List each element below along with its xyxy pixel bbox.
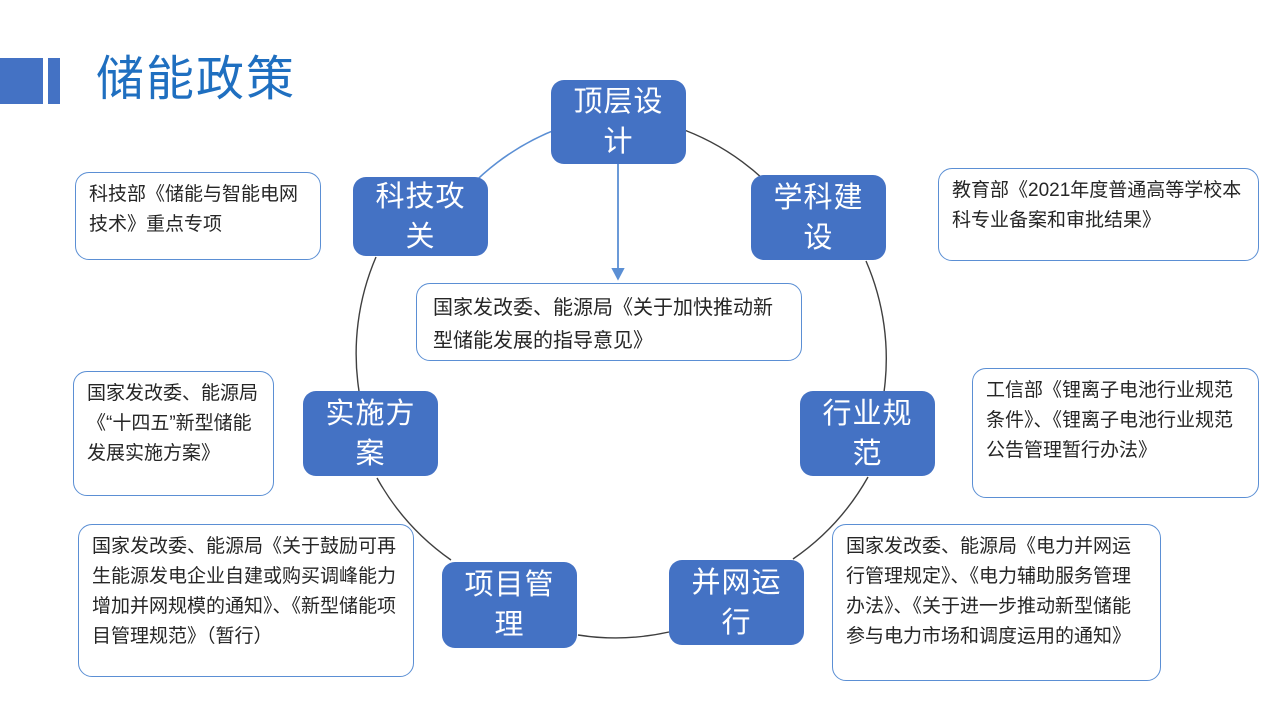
title-accent-bar-thin [48,58,60,104]
callout-text: 国家发改委、能源局《关于加快推动新型储能发展的指导意见》 [433,297,773,352]
callout-text: 工信部《锂离子电池行业规范条件》、《锂离子电池行业规范公告管理暂行办法》 [986,380,1234,461]
cycle-arc-bottom [577,631,670,639]
callout-discipline-construction[interactable]: 教育部《2021年度普通高等学校本科专业备案和审批结果》 [938,168,1259,261]
callout-text: 教育部《2021年度普通高等学校本科专业备案和审批结果》 [952,180,1242,231]
node-grid-connection-operation[interactable]: 并网运行 [669,560,804,645]
node-label: 实施方案 [325,397,416,470]
title-accent-bar-wide [0,58,43,104]
node-discipline-construction[interactable]: 学科建设 [751,175,886,260]
cycle-arc-lower-left [376,477,452,561]
callout-implementation-plan[interactable]: 国家发改委、能源局《“十四五”新型储能发展实施方案》 [73,371,274,496]
callout-top-level-design[interactable]: 国家发改委、能源局《关于加快推动新型储能发展的指导意见》 [416,283,802,361]
cycle-arc-right [865,260,887,393]
callout-technology-research[interactable]: 科技部《储能与智能电网技术》重点专项 [75,172,321,260]
node-implementation-plan[interactable]: 实施方案 [303,391,438,476]
callout-text: 国家发改委、能源局《电力并网运行管理规定》、《电力辅助服务管理办法》、《关于进一… [846,536,1132,647]
node-label: 并网运行 [691,566,782,639]
node-label: 项目管理 [464,569,555,641]
callout-project-management[interactable]: 国家发改委、能源局《关于鼓励可再生能源发电企业自建或购买调峰能力增加并网规模的通… [78,524,414,677]
callout-text: 国家发改委、能源局《关于鼓励可再生能源发电企业自建或购买调峰能力增加并网规模的通… [92,536,397,647]
node-technology-research[interactable]: 科技攻关 [353,177,488,256]
node-industry-standards[interactable]: 行业规范 [800,391,935,476]
callout-grid-connection-operation[interactable]: 国家发改委、能源局《电力并网运行管理规定》、《电力辅助服务管理办法》、《关于进一… [832,524,1161,681]
node-project-management[interactable]: 项目管理 [442,562,577,648]
cycle-arc-left [355,256,377,392]
callout-text: 国家发改委、能源局《“十四五”新型储能发展实施方案》 [87,383,259,464]
callout-industry-standards[interactable]: 工信部《锂离子电池行业规范条件》、《锂离子电池行业规范公告管理暂行办法》 [972,368,1259,498]
cycle-arc-lower-right [792,476,869,560]
node-label: 行业规范 [822,397,913,470]
callout-text: 科技部《储能与智能电网技术》重点专项 [89,184,299,235]
node-label: 顶层设计 [573,86,664,158]
page-title: 储能政策 [96,53,297,106]
node-top-level-design[interactable]: 顶层设计 [551,80,686,164]
node-label: 学科建设 [773,181,864,254]
node-label: 科技攻关 [375,180,466,253]
